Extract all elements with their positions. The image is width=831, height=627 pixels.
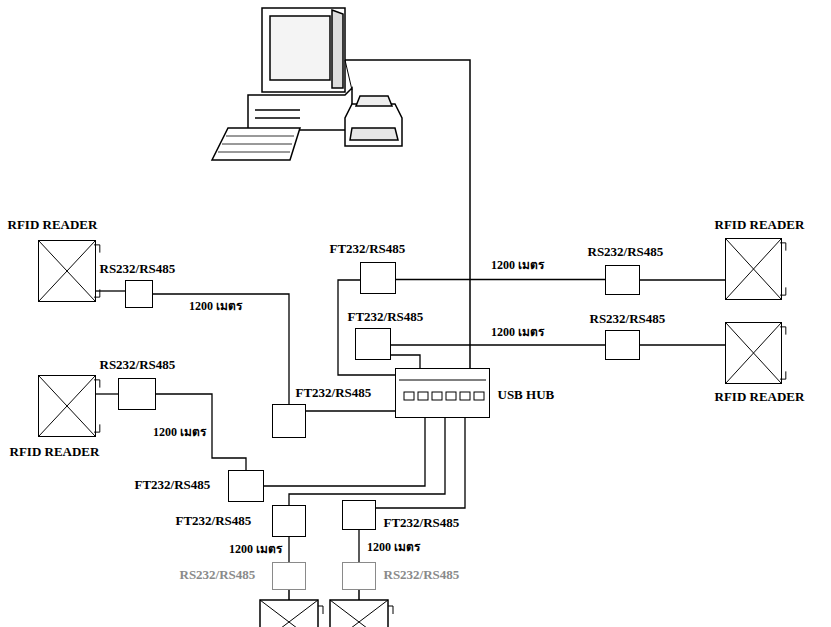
node-label: RS232/RS485 — [590, 312, 666, 326]
reader-cross — [726, 323, 781, 383]
node-label: RFID READER — [715, 218, 805, 232]
node-label: FT232/RS485 — [176, 514, 252, 528]
converter-box: RS232/RS485 — [342, 562, 376, 590]
cable-length: 1200 เมตร — [366, 540, 421, 554]
rfid-reader: RFID READER — [725, 322, 782, 384]
reader-tab — [94, 245, 100, 297]
cable — [288, 537, 289, 562]
reader-tab — [94, 380, 100, 432]
cable-length: 1200 เมตร — [490, 258, 545, 272]
cable — [289, 418, 445, 505]
node-label: RS232/RS485 — [100, 358, 176, 372]
hub-ports — [399, 380, 486, 400]
converter-box: RS232/RS485 — [605, 330, 640, 360]
cable-length: 1200 เมตร — [228, 542, 283, 556]
node-label: FT232/RS485 — [384, 516, 460, 530]
converter-box: FT232/RS485 — [360, 262, 396, 294]
node-label: RS232/RS485 — [180, 568, 256, 582]
cross-lines — [726, 323, 781, 383]
converter-box: RS232/RS485 — [605, 265, 640, 295]
rfid-reader: RFID READER — [38, 240, 96, 302]
usb-hub: USB HUB — [395, 368, 490, 418]
cable-length: 1200 เมตร — [152, 425, 207, 439]
cable — [358, 530, 359, 562]
node-label: FT232/RS485 — [135, 478, 211, 492]
converter-box: FT232/RS485 — [342, 500, 376, 530]
node-label: RFID READER — [715, 390, 805, 404]
node-label: RFID READER — [10, 445, 100, 459]
cable — [338, 280, 395, 375]
cable-length: 1200 เมตร — [490, 325, 545, 339]
computer — [212, 8, 470, 368]
node-label: RS232/RS485 — [100, 262, 176, 276]
converter-box: RS232/RS485 — [125, 280, 153, 308]
reader-tab — [780, 327, 786, 379]
cable — [264, 418, 425, 486]
node-label: RS232/RS485 — [384, 568, 460, 582]
cable — [306, 410, 395, 411]
node-label: USB HUB — [498, 388, 555, 402]
cable — [391, 344, 605, 345]
reader-cross — [39, 376, 95, 436]
rfid-reader: RFID READER — [725, 238, 782, 300]
converter-box: RS232/RS485 — [272, 562, 306, 590]
node-label: FT232/RS485 — [330, 242, 406, 256]
cross-lines — [39, 376, 95, 436]
rfid-reader-symbol — [260, 590, 393, 627]
rfid-reader: RFID READER — [38, 375, 96, 437]
reader-cross — [39, 241, 95, 301]
node-label: FT232/RS485 — [296, 386, 372, 400]
cable — [153, 294, 289, 404]
cable — [391, 355, 420, 368]
node-label: FT232/RS485 — [348, 310, 424, 324]
node-label: RFID READER — [8, 218, 98, 232]
cable — [376, 418, 465, 508]
converter-box: FT232/RS485 — [272, 404, 306, 438]
node-label: RS232/RS485 — [588, 245, 664, 259]
cable — [96, 290, 125, 291]
cable — [640, 279, 725, 280]
converter-box: FT232/RS485 — [355, 328, 391, 360]
converter-box: FT232/RS485 — [272, 505, 306, 537]
reader-cross — [726, 239, 781, 299]
cable — [96, 393, 118, 394]
cable — [396, 279, 605, 280]
reader-tab — [780, 243, 786, 295]
converter-box: RS232/RS485 — [118, 378, 156, 410]
cross-lines — [39, 241, 95, 301]
cable — [640, 344, 725, 345]
converter-box: FT232/RS485 — [228, 470, 264, 502]
cross-lines — [726, 239, 781, 299]
cable-length: 1200 เมตร — [188, 299, 243, 313]
